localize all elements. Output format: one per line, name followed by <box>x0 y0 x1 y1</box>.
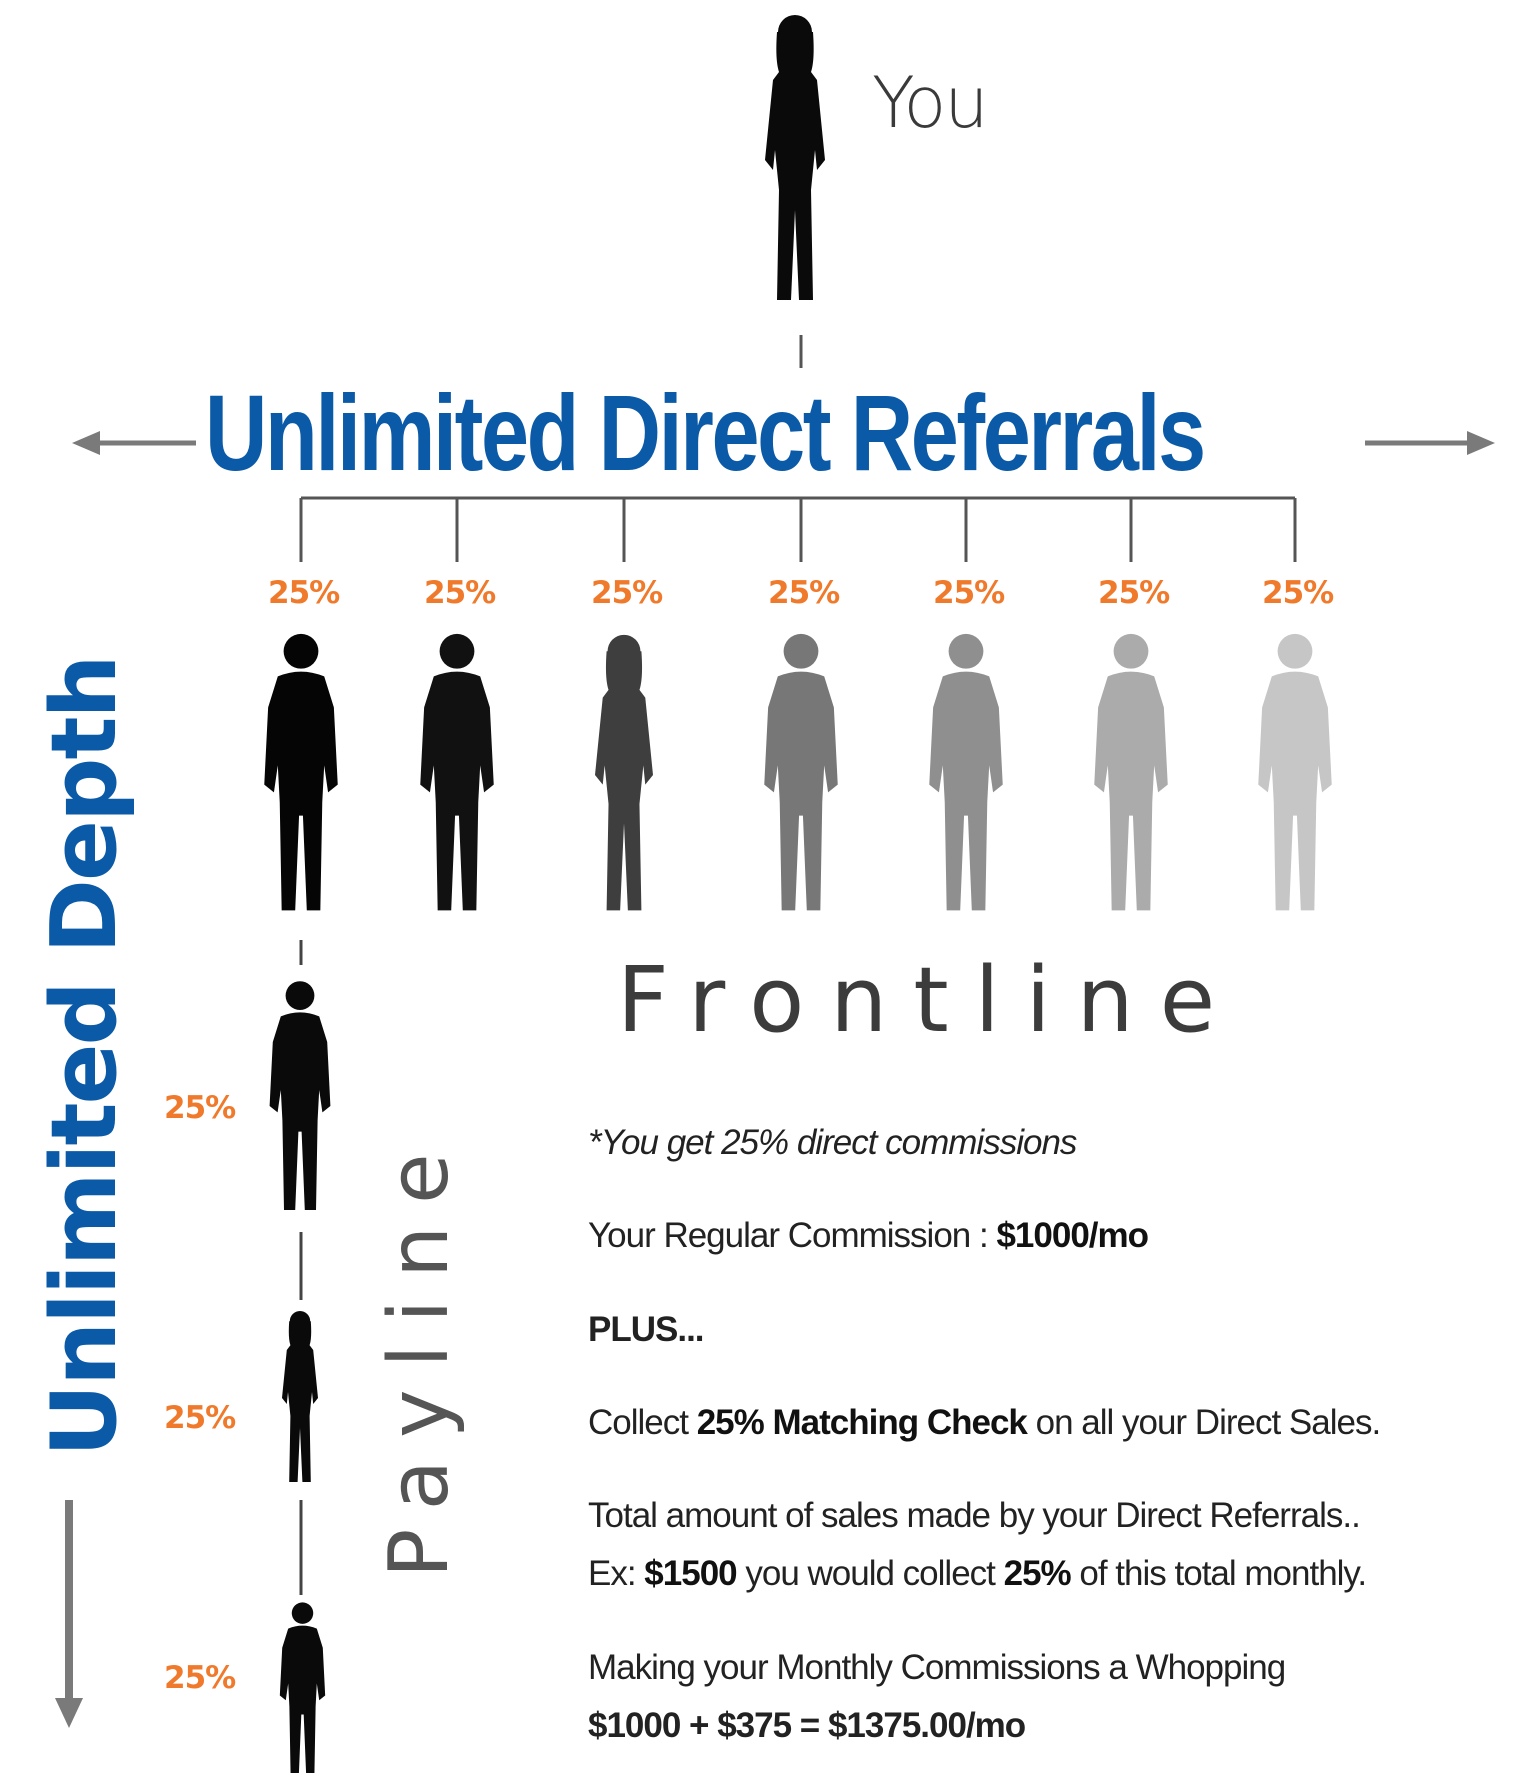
whopping-line: Making your Monthly Commissions a Whoppi… <box>588 1648 1286 1687</box>
depth-label-container: Unlimited Depth <box>30 656 140 1457</box>
headline-unlimited-direct-referrals: Unlimited Direct Referrals <box>205 372 1206 493</box>
frontline-percent-6: 25% <box>1098 575 1170 611</box>
example-pre: Ex: <box>588 1554 645 1593</box>
direct-commission-note: *You get 25% direct commissions <box>588 1123 1077 1162</box>
frontline-percent-3: 25% <box>591 575 663 611</box>
example-amount: $1500 <box>644 1554 737 1593</box>
total-calculation-line: $1000 + $375 = $1375.00/mo <box>588 1706 1026 1745</box>
depth-person-1-icon <box>269 981 331 1210</box>
payline-label: Payline <box>372 1131 467 1578</box>
example-mid: you would collect <box>736 1554 1004 1593</box>
regular-commission-line: Your Regular Commission : $1000/mo <box>588 1208 1518 1264</box>
frontline-person-6-icon <box>1094 633 1168 911</box>
frontline-percent-4: 25% <box>768 575 840 611</box>
depth-percent-3: 25% <box>164 1660 236 1696</box>
example-line: Ex: $1500 you would collect 25% of this … <box>588 1546 1518 1602</box>
matching-check-post: on all your Direct Sales. <box>1026 1403 1382 1442</box>
example-percent: 25% <box>1003 1554 1072 1593</box>
frontline-percent-5: 25% <box>933 575 1005 611</box>
plus-line: PLUS... <box>588 1310 705 1349</box>
frontline-bracket <box>299 496 1297 562</box>
regular-commission-label: Your Regular Commission : <box>588 1216 997 1255</box>
payline-label-container: Payline <box>360 1108 480 1578</box>
matching-check-bold: 25% Matching Check <box>696 1403 1028 1442</box>
frontline-percent-7: 25% <box>1262 575 1334 611</box>
unlimited-depth-label: Unlimited Depth <box>32 656 137 1457</box>
right-arrow-icon <box>1467 431 1495 455</box>
total-sales-line: Total amount of sales made by your Direc… <box>588 1496 1361 1535</box>
matching-check-pre: Collect <box>588 1403 697 1442</box>
frontline-people <box>264 633 1332 911</box>
regular-commission-value: $1000/mo <box>996 1216 1149 1255</box>
down-arrow-icon <box>55 1698 83 1728</box>
you-person-icon <box>765 15 825 300</box>
depth-percent-2: 25% <box>164 1400 236 1436</box>
depth-person-2-icon <box>282 1311 318 1482</box>
frontline-percent-2: 25% <box>424 575 496 611</box>
matching-check-line: Collect 25% Matching Check on all your D… <box>588 1395 1518 1451</box>
depth-person-3-icon <box>279 1602 326 1774</box>
depth-percent-1: 25% <box>164 1090 236 1126</box>
frontline-person-2-icon <box>420 633 494 911</box>
frontline-person-1-icon <box>264 633 338 911</box>
frontline-person-4-icon <box>764 633 838 911</box>
frontline-label: Frontline <box>617 948 1242 1053</box>
you-label: You <box>872 62 989 144</box>
left-arrow-icon <box>72 431 100 455</box>
frontline-person-5-icon <box>929 633 1003 911</box>
frontline-person-3-icon <box>595 634 653 911</box>
example-post: of this total monthly. <box>1070 1554 1367 1593</box>
frontline-percent-1: 25% <box>268 575 340 611</box>
frontline-person-7-icon <box>1258 633 1332 911</box>
